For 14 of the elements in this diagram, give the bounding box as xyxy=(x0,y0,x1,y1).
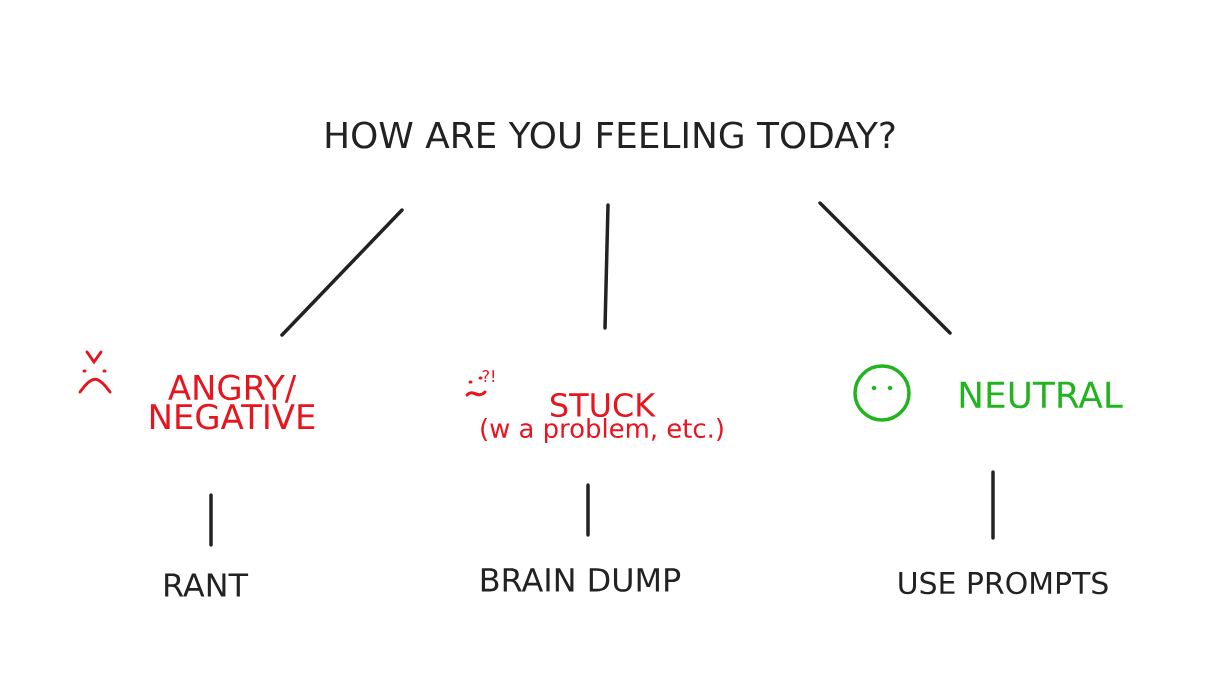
feeling-text: STUCK (w a problem, etc.) xyxy=(481,392,723,444)
feeling-text: ANGRY/ NEGATIVE xyxy=(150,374,315,430)
action-text: USE PROMPTS xyxy=(899,571,1108,595)
connector-line xyxy=(818,201,952,335)
action-text: RANT xyxy=(165,573,249,597)
question-text: HOW ARE YOU FEELING TODAY? xyxy=(326,121,895,149)
action-text: BRAIN DUMP xyxy=(481,568,681,592)
connector-line xyxy=(586,483,590,537)
feeling-text: NEUTRAL xyxy=(960,381,1123,409)
connector-line xyxy=(603,203,610,330)
connector-line xyxy=(280,208,404,337)
exclamation-mark: ?! xyxy=(482,370,495,382)
connector-line xyxy=(991,470,995,540)
connector-line xyxy=(209,493,213,547)
